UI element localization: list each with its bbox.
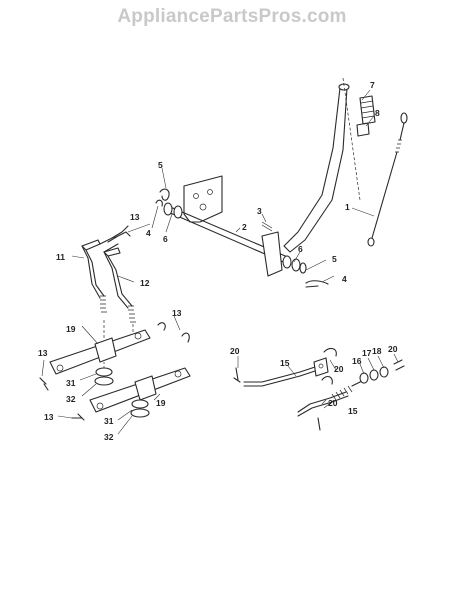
callout-6a: 6 <box>163 234 168 244</box>
callout-20a: 20 <box>230 346 240 356</box>
callout-32b: 32 <box>104 432 114 442</box>
watermark-text: AppliancePartsPros.com <box>117 6 347 27</box>
callout-7: 7 <box>370 80 375 90</box>
callout-5b: 5 <box>332 254 337 264</box>
callout-8: 8 <box>375 108 380 118</box>
callout-6b: 6 <box>298 244 303 254</box>
lift-rod <box>367 112 408 247</box>
callout-5a: 5 <box>158 160 163 170</box>
hair-pins <box>155 188 329 288</box>
callout-12: 12 <box>140 278 150 288</box>
lift-links <box>81 225 136 344</box>
callout-13a: 13 <box>130 212 140 222</box>
mounting-bracket <box>183 175 223 223</box>
hanger-arm-lower <box>89 367 191 413</box>
leader-lines <box>41 89 399 435</box>
deck-rod-upper <box>243 357 329 387</box>
callout-17: 17 <box>362 348 372 358</box>
callout-4b: 4 <box>342 274 347 284</box>
callout-1: 1 <box>345 202 350 212</box>
callout-11: 11 <box>56 252 65 262</box>
callout-20b: 20 <box>334 364 344 374</box>
callout-19b: 19 <box>156 398 166 408</box>
callout-20c: 20 <box>388 344 398 354</box>
callout-19a: 19 <box>66 324 76 334</box>
callout-4a: 4 <box>146 228 151 238</box>
callout-13b: 13 <box>172 308 182 318</box>
adjuster-parts <box>233 347 405 431</box>
callout-32a: 32 <box>66 394 76 404</box>
callout-31b: 31 <box>104 416 114 426</box>
callout-15a: 15 <box>280 358 290 368</box>
callout-31a: 31 <box>66 378 76 388</box>
callout-18: 18 <box>372 346 382 356</box>
bushings <box>94 362 150 418</box>
callout-16: 16 <box>352 356 362 366</box>
lift-handle <box>283 77 361 253</box>
callout-labels: 7 8 1 2 3 5 4 6 6 5 4 13 11 12 13 19 13 … <box>38 80 398 442</box>
clips <box>39 231 190 421</box>
callout-2: 2 <box>242 222 247 232</box>
callout-3: 3 <box>257 206 262 216</box>
callout-13c: 13 <box>38 348 48 358</box>
cross-shaft <box>163 202 307 277</box>
callout-13d: 13 <box>44 412 54 422</box>
callout-15b: 15 <box>348 406 358 416</box>
callout-20d: 20 <box>328 398 338 408</box>
handle-grip <box>356 95 376 137</box>
hanger-arm-upper <box>49 329 151 375</box>
